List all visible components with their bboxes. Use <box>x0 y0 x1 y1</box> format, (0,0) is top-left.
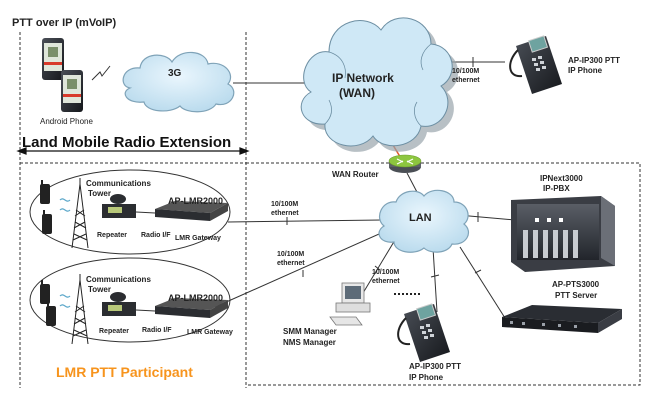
handheld-radio-icon <box>40 280 50 304</box>
ptt-server-label-1: AP-PTS3000 <box>552 280 600 289</box>
link-server-lan <box>459 246 506 319</box>
link-router-lan <box>406 172 419 195</box>
lmr-participant-label: LMR PTT Participant <box>56 364 193 380</box>
repeater-icon <box>102 194 136 218</box>
wan-cloud-label-1: IP Network <box>332 71 394 85</box>
lmr-site-boundary <box>29 169 231 255</box>
communications-tower-icon <box>71 274 89 345</box>
lmr-gateway-label: LMR Gateway <box>187 329 233 336</box>
eth-label-wan-phone-2: ethernet <box>452 77 480 84</box>
radio-wave-icon <box>59 198 71 212</box>
tower-label-1: Communications <box>86 275 151 284</box>
lmr-site-1 <box>29 169 231 255</box>
android-phone-icon <box>42 38 111 112</box>
ip-phone-top-label-2: IP Phone <box>568 66 603 75</box>
ip-phone-top-label-1: AP-IP300 PTT <box>568 56 621 65</box>
radio-wave-icon <box>59 294 71 308</box>
lan-cloud-label: LAN <box>409 212 432 224</box>
repeater-label: Repeater <box>97 232 127 239</box>
wan-cloud-label-2: (WAN) <box>339 86 375 100</box>
wireless-signal-icon <box>91 65 111 81</box>
ippbx-icon <box>511 196 615 272</box>
eth-label-wan-phone-1: 10/100M <box>452 68 480 75</box>
eth-label-pc-2: ethernet <box>372 278 400 285</box>
lmr-site-2 <box>29 257 231 345</box>
lmr-gateway-label: LMR Gateway <box>175 235 221 242</box>
handheld-radio-icon <box>46 302 56 326</box>
ippbx-label-2: IP-PBX <box>543 184 570 193</box>
region-borders <box>19 32 641 388</box>
ptt-server-label-2: PTT Server <box>555 291 598 300</box>
ippbx-label-1: IPNext3000 <box>540 174 583 183</box>
link-lmr1-lan <box>227 219 383 223</box>
tower-label-2: Tower <box>88 189 111 198</box>
eth-label-lmr1-1: 10/100M <box>271 201 299 208</box>
wan-router-label: WAN Router <box>332 170 379 179</box>
lan-cloud <box>378 189 469 253</box>
link-pc-lan <box>359 239 396 299</box>
ip-phone-bottom-label-1: AP-IP300 PTT <box>409 362 462 371</box>
ip-phone-bottom-icon <box>397 303 450 362</box>
handheld-radio-icon <box>42 210 52 234</box>
ip-phone-bottom-label-2: IP Phone <box>409 373 444 382</box>
links <box>214 57 516 319</box>
lmr-gateway-icon <box>155 298 228 318</box>
eth-label-pc-1: 10/100M <box>372 269 400 276</box>
tower-label-2: Tower <box>88 285 111 294</box>
lmr-extension-label: Land Mobile Radio Extension <box>22 134 232 151</box>
lan-region-border <box>245 162 641 386</box>
manager-label-1: SMM Manager <box>283 327 337 336</box>
manager-label-2: NMS Manager <box>283 338 336 347</box>
handheld-radio-icon <box>40 180 50 204</box>
lmr-site-boundary <box>29 257 231 343</box>
android-phone-label: Android Phone <box>40 117 93 126</box>
3g-cloud <box>122 51 235 113</box>
gateway-model-label: AP-LMR2000 <box>168 293 224 303</box>
link-phone-lan <box>432 247 438 313</box>
tower-label-1: Communications <box>86 179 151 188</box>
pc-icon <box>329 282 371 326</box>
wan-cloud <box>300 17 459 152</box>
wan-router-icon <box>388 154 422 173</box>
radio-if-label: Radio I/F <box>141 232 171 239</box>
diagram-title: PTT over IP (mVoIP) <box>12 17 117 29</box>
3g-cloud-label: 3G <box>168 68 182 79</box>
ptt-server-icon <box>502 305 622 333</box>
communications-tower-icon <box>71 178 89 249</box>
eth-label-lmr1-2: ethernet <box>271 210 299 217</box>
lmr-gateway-icon <box>155 201 228 221</box>
eth-label-lmr2-1: 10/100M <box>277 251 305 258</box>
extension-arrow <box>16 147 250 155</box>
gateway-model-label: AP-LMR2000 <box>168 196 224 206</box>
radio-if-label: Radio I/F <box>142 327 172 334</box>
ip-phone-top-icon <box>509 35 562 94</box>
repeater-icon <box>102 292 136 316</box>
eth-label-lmr2-2: ethernet <box>277 260 305 267</box>
repeater-label: Repeater <box>99 328 129 335</box>
link-lmr2-lan <box>214 229 389 308</box>
